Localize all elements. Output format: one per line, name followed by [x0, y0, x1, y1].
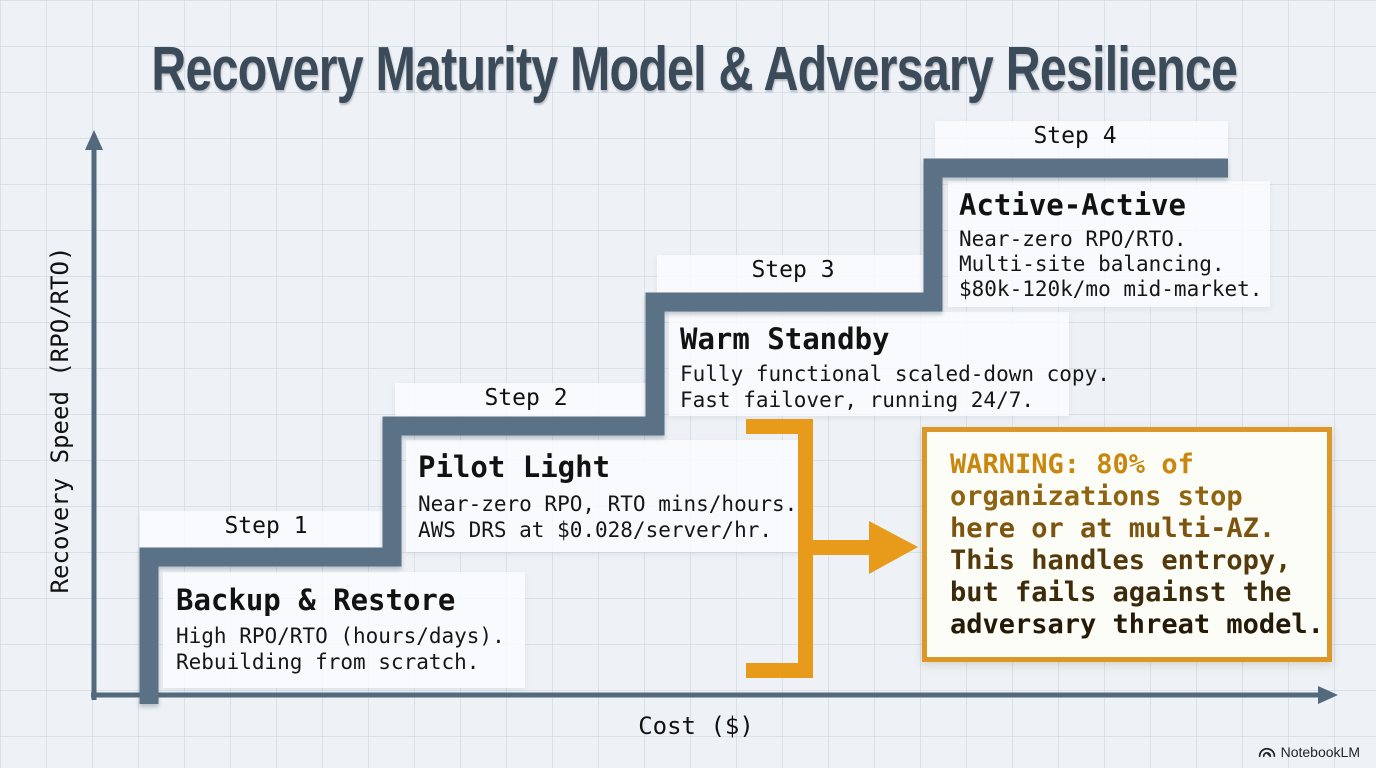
warning-arrow-shaft — [813, 540, 871, 555]
step4-text-panel — [948, 181, 1270, 307]
warning-callout-box — [922, 427, 1332, 662]
warning-line2: organizations stop — [950, 481, 1243, 512]
step4-title: Active-Active — [959, 188, 1186, 222]
scope-bracket — [746, 419, 918, 678]
warning-line5: but fails against the — [950, 577, 1292, 608]
step1-line1: High RPO/RTO (hours/days). — [176, 624, 505, 648]
page-title: Recovery Maturity Model & Adversary Resi… — [151, 35, 1238, 104]
step4-line1: Near-zero RPO/RTO. — [959, 227, 1187, 251]
x-axis-arrowhead-icon — [1318, 686, 1338, 704]
warning-line6: adversary threat model. — [950, 609, 1324, 640]
bracket-vertical-bar — [798, 419, 813, 678]
step2-label: Step 2 — [484, 385, 568, 411]
warning-line1: WARNING: 80% of — [950, 449, 1194, 480]
step2-title: Pilot Light — [418, 450, 611, 484]
step3-label: Step 3 — [751, 257, 835, 283]
step2-description: Near-zero RPO, RTO mins/hours. AWS DRS a… — [418, 491, 797, 543]
step4-label: Step 4 — [1033, 123, 1117, 149]
step2-text-panel — [406, 440, 808, 552]
warning-line4: This handles entropy, — [950, 545, 1292, 576]
step3-text-panel — [669, 312, 1069, 416]
x-axis-label: Cost ($) — [638, 712, 754, 740]
step2-line2: AWS DRS at $0.028/server/hr. — [418, 518, 773, 542]
step4-line3: $80k-120k/mo mid-market. — [959, 277, 1263, 301]
step2-line1: Near-zero RPO, RTO mins/hours. — [418, 492, 798, 516]
watermark-label: NotebookLM — [1280, 744, 1360, 760]
bracket-top-arm — [746, 419, 813, 434]
warning-text: WARNING: 80% of organizations stop here … — [950, 449, 1324, 641]
bracket-bottom-arm — [746, 663, 813, 678]
y-axis-arrowhead-icon — [85, 130, 103, 150]
notebooklm-logo-icon — [1258, 747, 1275, 757]
step3-title: Warm Standby — [680, 322, 890, 356]
step3-description: Fully functional scaled-down copy. Fast … — [680, 361, 1110, 413]
step1-description: High RPO/RTO (hours/days). Rebuilding fr… — [176, 623, 505, 675]
step3-label-panel — [657, 255, 935, 293]
step3-line1: Fully functional scaled-down copy. — [680, 362, 1110, 386]
step3-line2: Fast failover, running 24/7. — [680, 388, 1035, 412]
step1-label-panel — [140, 511, 385, 549]
step4-description: Near-zero RPO/RTO. Multi-site balancing.… — [959, 227, 1262, 302]
step4-line2: Multi-site balancing. — [959, 252, 1225, 276]
step2-label-panel — [395, 383, 657, 421]
step1-title: Backup & Restore — [176, 583, 456, 617]
warning-arrow-head-icon — [869, 521, 918, 574]
y-axis-label: Recovery Speed (RPO/RTO) — [46, 246, 74, 594]
step1-text-panel — [163, 572, 525, 688]
step1-label: Step 1 — [224, 513, 308, 539]
maturity-staircase-line — [139, 158, 1228, 704]
watermark: NotebookLM — [1258, 744, 1360, 760]
warning-line3: here or at multi-AZ. — [950, 513, 1276, 544]
step1-line2: Rebuilding from scratch. — [176, 650, 480, 674]
step4-label-panel — [935, 121, 1228, 159]
